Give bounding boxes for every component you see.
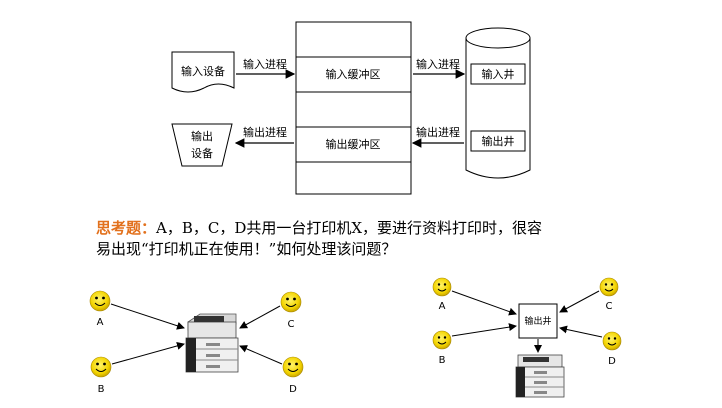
printer-icon [185, 313, 239, 373]
user-d-smiley-icon [602, 331, 622, 351]
output-well-box [470, 130, 526, 152]
output-well-center-box [518, 303, 558, 339]
user-c-smiley-icon [599, 277, 619, 297]
arrow-d-to-well [559, 325, 603, 338]
input-buffer-label: 输入缓冲区 [326, 67, 381, 81]
user-a-label: A [439, 301, 446, 312]
output-well-label: 输出井 [482, 134, 515, 148]
arrow-c-to-printer [239, 305, 281, 329]
input-process-left-label: 输入进程 [243, 57, 287, 71]
disk-cylinder: 输入井 输出井 [465, 27, 531, 179]
output-device-label-1: 输出 [191, 129, 213, 143]
user-d-label: D [608, 356, 616, 367]
arrow-a-to-well [451, 290, 517, 316]
output-process-left-label: 输出进程 [243, 125, 287, 139]
question-prefix: 思考题： [96, 219, 157, 237]
user-b-smiley-icon [90, 356, 112, 378]
user-b-label: B [98, 384, 105, 395]
output-device-label-2: 设备 [191, 146, 213, 160]
input-process-right-label: 输入进程 [416, 57, 460, 71]
user-c-label: C [606, 301, 613, 312]
output-buffer-label: 输出缓冲区 [326, 137, 381, 151]
question-text: 思考题：A，B，C，D共用一台打印机X，要进行资料打印时，很容 易出现“打印机正… [96, 218, 656, 260]
arrow-b-to-well [451, 323, 517, 337]
arrow-b-to-printer [111, 342, 185, 365]
user-b-smiley-icon [432, 330, 452, 350]
question-line-1-text: A，B，C，D共用一台打印机X，要进行资料打印时，很容 [156, 219, 543, 237]
user-c-label: C [288, 319, 295, 330]
left-scenario: A B C D [89, 290, 304, 395]
input-device-shape: 输入设备 [171, 51, 235, 93]
input-well-box [470, 63, 526, 85]
user-a-smiley-icon [89, 290, 111, 312]
input-device-label: 输入设备 [181, 64, 225, 78]
output-device-shape: 输出 设备 [171, 123, 233, 167]
user-b-label: B [439, 355, 446, 366]
right-scenario: 输出井 A B C D [432, 277, 622, 398]
printer-icon [515, 354, 565, 398]
user-a-smiley-icon [432, 277, 452, 297]
input-well-label: 输入井 [482, 67, 515, 81]
user-c-smiley-icon [280, 291, 302, 313]
question-line-1: 思考题：A，B，C，D共用一台打印机X，要进行资料打印时，很容 [96, 218, 656, 239]
user-d-label: D [289, 384, 297, 395]
output-process-right-label: 输出进程 [416, 125, 460, 139]
output-well-center-label: 输出井 [524, 315, 551, 327]
arrow-c-to-well [559, 290, 600, 313]
arrow-a-to-printer [110, 303, 185, 330]
buffer-stack: 输入缓冲区 输出缓冲区 [295, 21, 412, 195]
user-a-label: A [97, 317, 104, 328]
question-line-2: 易出现“打印机正在使用！”如何处理该问题？ [96, 240, 397, 258]
user-d-smiley-icon [282, 356, 304, 378]
arrow-d-to-printer [239, 345, 283, 365]
